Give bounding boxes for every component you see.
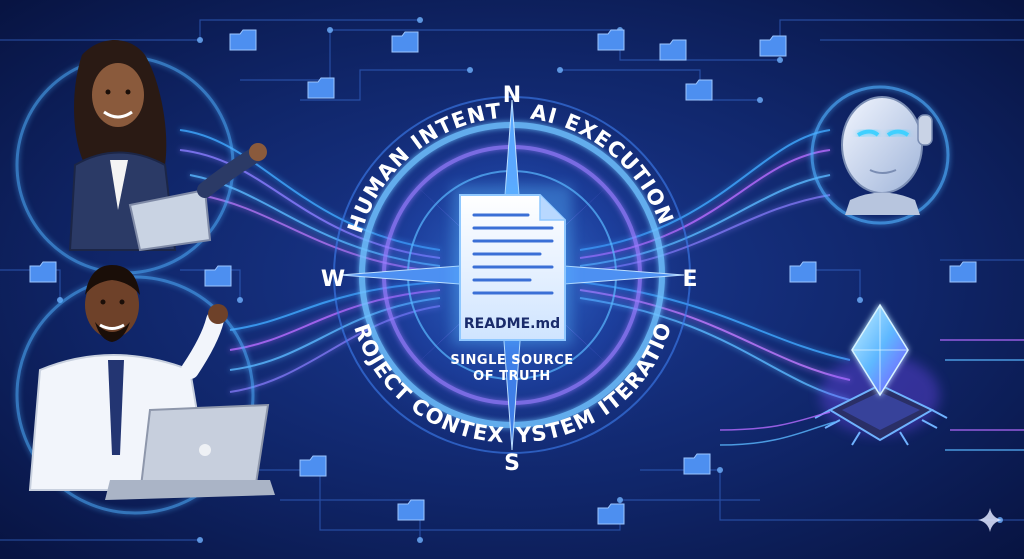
folder-icon [949,261,977,283]
document-filename: README.md [464,316,560,332]
man-ring [15,275,255,515]
folder-icon [299,455,327,477]
folder-icon [307,77,335,99]
folder-icon [391,31,419,53]
folder-icons [29,29,977,525]
circuit-nodes [57,17,1003,543]
document-icon: README.md [452,185,572,345]
robot-ring [810,85,950,225]
compass-south: S [504,451,520,476]
folder-icon [229,29,257,51]
folder-icon [685,79,713,101]
folder-icon [204,265,232,287]
folder-icon [789,261,817,283]
folder-icon [597,503,625,525]
folder-icon [683,453,711,475]
folder-icon [29,261,57,283]
crystal-on-chip [814,303,948,446]
sparkle-icon [978,508,1002,532]
man-with-laptop [28,265,275,500]
compass-north: N [503,83,521,108]
center-line-2: OF TRUTH [473,369,551,384]
woman-with-tablet [68,40,267,252]
folder-icon [659,39,687,61]
chip-streams [719,339,1024,451]
compass-west: W [321,267,345,292]
robot-head [841,96,933,215]
center-line-1: SINGLE SOURCE [450,353,573,368]
folder-icon [759,35,787,57]
folder-icon [397,499,425,521]
folder-icon [597,29,625,51]
compass-east: E [682,267,697,292]
